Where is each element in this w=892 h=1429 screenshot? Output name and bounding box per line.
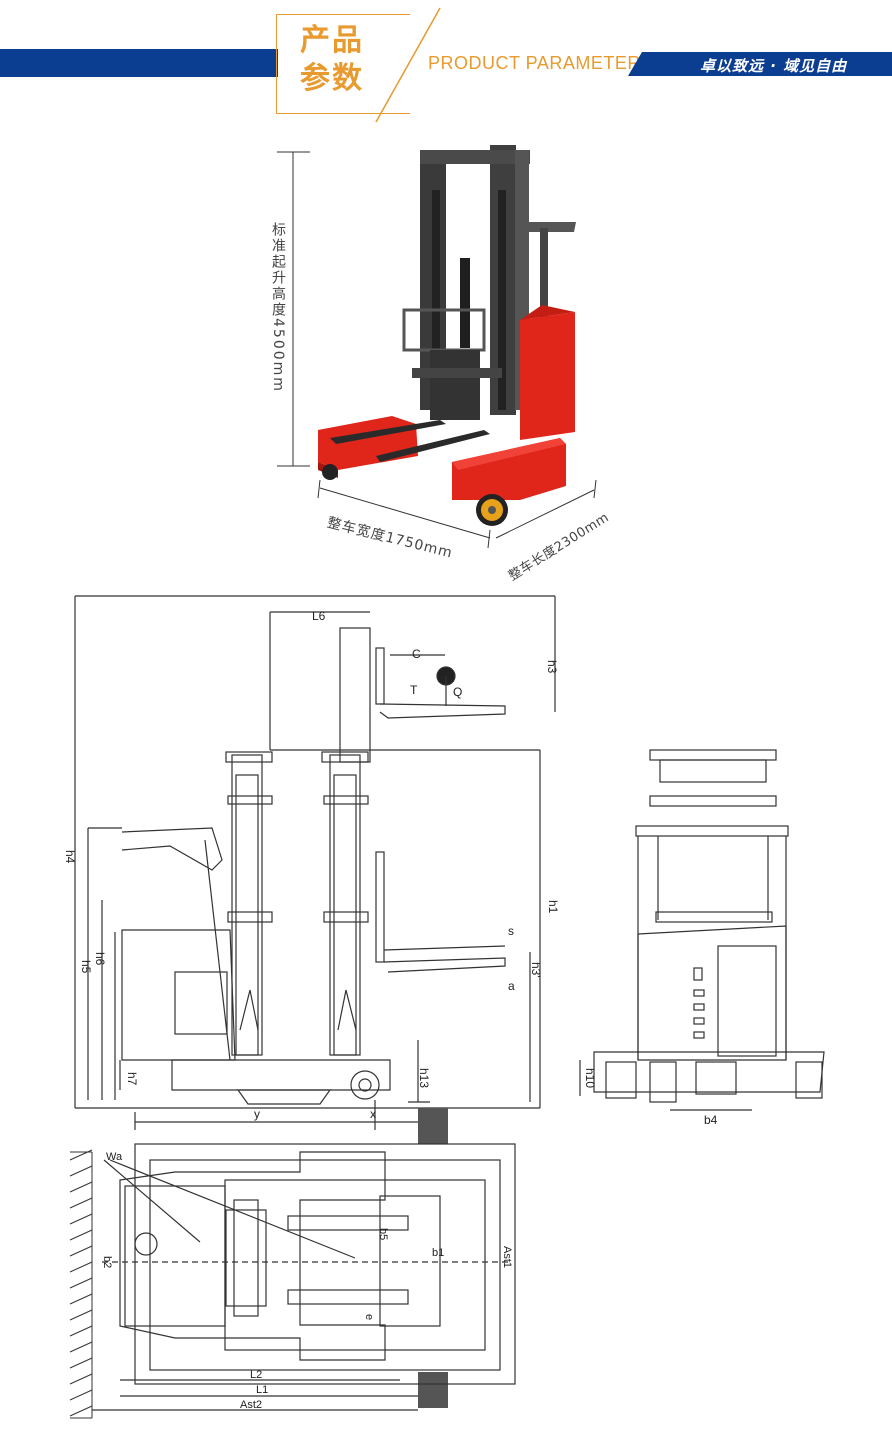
- lift-height-label: 标准起升高度4500mm: [270, 222, 286, 393]
- label-h4: h4: [63, 850, 77, 864]
- label-e: e: [363, 1314, 375, 1320]
- label-h13: h13: [417, 1068, 431, 1088]
- header-banner: 产品参数 PRODUCT PARAMETER 卓以致远 · 域见自由: [0, 0, 892, 125]
- forklift-photo: [318, 145, 576, 526]
- label-c: C: [412, 647, 421, 661]
- label-b2: b2: [101, 1256, 113, 1268]
- pallet-block-bottom: [418, 1372, 448, 1408]
- label-s: s: [508, 924, 514, 938]
- header-bar-right: [628, 52, 892, 76]
- label-h3-prime: h3': [529, 962, 543, 978]
- label-h1: h1: [546, 900, 560, 914]
- label-y: y: [254, 1107, 260, 1121]
- label-ast1: Ast1: [501, 1246, 513, 1268]
- label-h7: h7: [125, 1072, 139, 1086]
- page-title-en: PRODUCT PARAMETER: [428, 53, 641, 73]
- label-l2: L2: [250, 1369, 262, 1381]
- label-q: Q: [453, 685, 462, 699]
- label-x: x: [370, 1107, 376, 1121]
- label-b4: b4: [704, 1113, 718, 1127]
- lift-height-dimension: [277, 151, 310, 467]
- label-ast2: Ast2: [240, 1399, 262, 1411]
- label-h6: h6: [93, 952, 107, 966]
- label-l1: L1: [256, 1384, 268, 1396]
- header-bar-left: [0, 49, 278, 77]
- label-a: a: [508, 979, 515, 993]
- label-h3: h3: [545, 660, 559, 674]
- label-wa: Wa: [106, 1151, 123, 1163]
- label-h5: h5: [79, 960, 93, 974]
- pallet-block-top: [418, 1108, 448, 1144]
- label-t: T: [410, 683, 418, 697]
- page-title-zh: 产品参数: [300, 23, 364, 96]
- label-h10: h10: [583, 1068, 597, 1088]
- label-b1: b1: [432, 1247, 444, 1259]
- slogan: 卓以致远 · 域见自由: [700, 57, 848, 75]
- width-dimension: [317, 479, 491, 549]
- title-frame: [276, 14, 410, 114]
- label-l6: L6: [312, 609, 326, 623]
- length-dimension: [495, 479, 597, 539]
- title-slash-decoration: [375, 7, 441, 123]
- label-b5: b5: [377, 1228, 389, 1240]
